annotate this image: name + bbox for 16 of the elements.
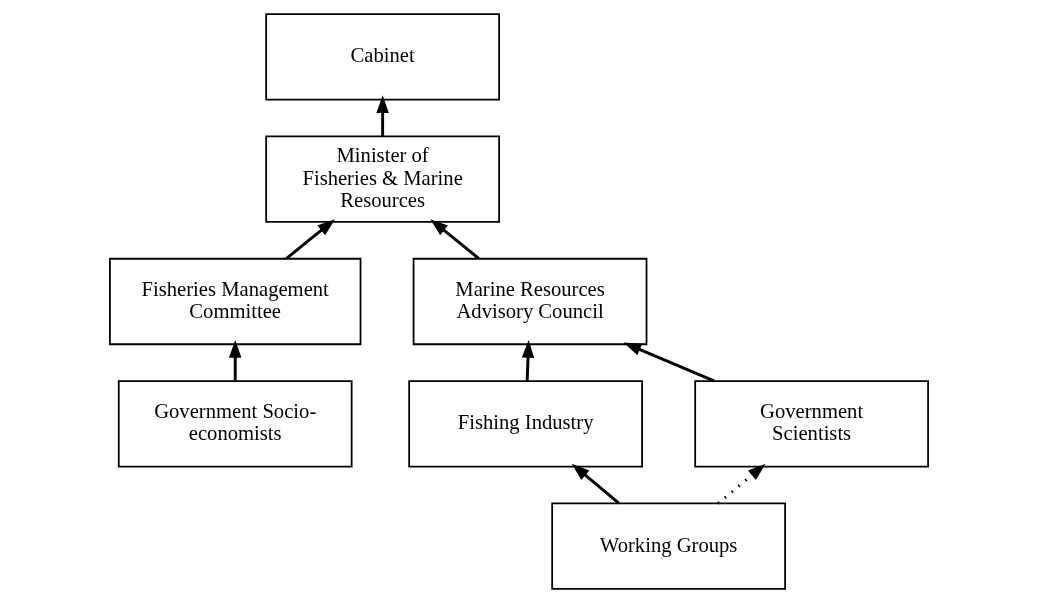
node-box: Working Groups — [550, 502, 786, 590]
node-box: Minister of Fisheries & Marine Resources — [264, 135, 500, 223]
arrow — [571, 463, 620, 505]
arrow — [375, 95, 389, 136]
arrow — [622, 342, 714, 383]
node-box: Fisheries Management Committee — [108, 257, 361, 346]
arrow — [284, 219, 335, 260]
node-box: Cabinet — [264, 13, 500, 101]
arrow — [521, 340, 534, 381]
arrow — [429, 219, 480, 260]
node-box: Government Socio-economists — [117, 380, 353, 468]
node-box: Fishing Industry — [407, 380, 643, 468]
node-box: Government Scientists — [693, 380, 929, 468]
arrow — [716, 463, 766, 505]
node-box: Marine Resources Advisory Council — [412, 257, 647, 346]
arrow — [228, 340, 241, 381]
